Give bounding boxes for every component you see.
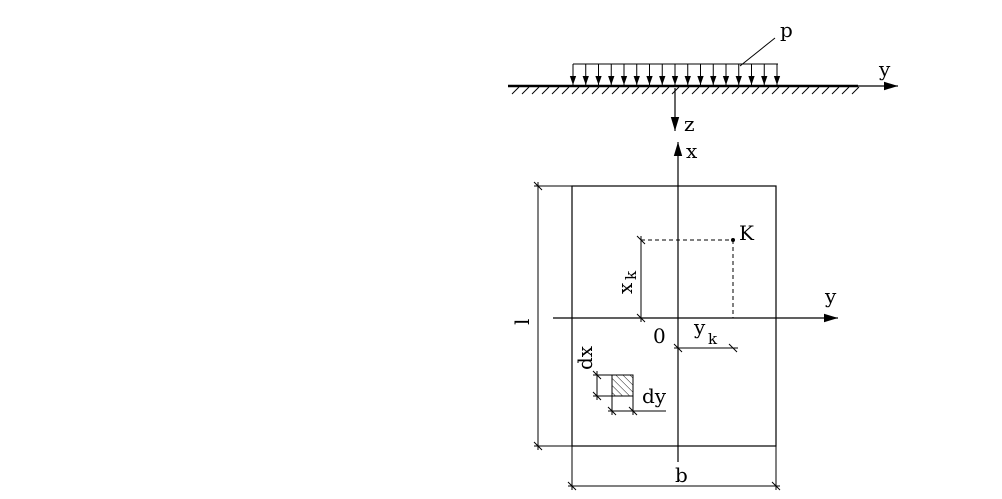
ground-hatch-stroke [531, 86, 540, 95]
ground-hatch-stroke [701, 86, 710, 95]
yk-tick-right [728, 343, 738, 353]
width-label: b [675, 463, 688, 487]
ground-hatch-stroke [721, 86, 730, 95]
ground-hatch-stroke [761, 86, 770, 95]
ground-hatch-stroke [561, 86, 570, 95]
ground-hatch-stroke [741, 86, 750, 95]
xk-tick-top [636, 235, 646, 245]
ground-hatch-stroke [841, 86, 850, 95]
point-k-label: K [739, 221, 755, 245]
ground-hatch-stroke [821, 86, 830, 95]
dx-tick-bottom [592, 391, 602, 401]
ground-hatch-stroke [601, 86, 610, 95]
load-arrows [569, 64, 781, 85]
elemental-area [611, 374, 634, 397]
plan-view: x y 0 K x k y k dx [510, 139, 838, 491]
dy-tick-left [607, 406, 617, 416]
yk-label-main: y [693, 315, 706, 339]
ground-hatch-stroke [751, 86, 760, 95]
length-label: l [510, 319, 534, 325]
ground-hatch-stroke [851, 86, 860, 95]
ground-hatch-stroke [611, 86, 620, 95]
yk-tick-left [673, 343, 683, 353]
ground-hatch-stroke [641, 86, 650, 95]
ground-hatch-stroke [551, 86, 560, 95]
ground-hatch-stroke [631, 86, 640, 95]
load-leader-line [739, 37, 776, 67]
origin-label: 0 [653, 324, 666, 348]
ground-hatch-stroke [621, 86, 630, 95]
ground-hatch [511, 86, 860, 95]
section-view: p y z [508, 18, 898, 136]
ground-hatch-stroke [781, 86, 790, 95]
xk-label-sub: k [622, 270, 640, 280]
loaded-rectangle [571, 185, 777, 447]
xk-label-main: x [613, 282, 637, 294]
length-tick-top [533, 181, 543, 191]
ground-hatch-stroke [691, 86, 700, 95]
ground-hatch-stroke [511, 86, 520, 95]
ground-hatch-stroke [681, 86, 690, 95]
ground-hatch-stroke [591, 86, 600, 95]
point-k [731, 238, 735, 242]
length-tick-bottom [533, 441, 543, 451]
y-axis-plan-label: y [824, 284, 837, 308]
ground-hatch-stroke [661, 86, 670, 95]
load-label: p [780, 18, 793, 42]
ground-hatch-stroke [731, 86, 740, 95]
dx-label: dx [573, 345, 597, 370]
ground-hatch-stroke [771, 86, 780, 95]
xk-tick-bottom [636, 313, 646, 323]
width-tick-right [771, 481, 781, 491]
dy-label: dy [642, 384, 667, 408]
xk-label: x k [613, 270, 640, 294]
ground-hatch-stroke [811, 86, 820, 95]
y-axis-top-label: y [878, 57, 891, 81]
yk-label-sub: k [708, 330, 718, 348]
ground-hatch-stroke [651, 86, 660, 95]
dy-tick-right [628, 406, 638, 416]
ground-hatch-stroke [521, 86, 530, 95]
z-axis-label: z [684, 112, 695, 136]
dx-tick-top [592, 370, 602, 380]
ground-hatch-stroke [791, 86, 800, 95]
ground-hatch-stroke [581, 86, 590, 95]
x-axis-label: x [686, 139, 698, 163]
ground-hatch-stroke [831, 86, 840, 95]
ground-hatch-stroke [801, 86, 810, 95]
ground-hatch-stroke [711, 86, 720, 95]
ground-hatch-stroke [571, 86, 580, 95]
ground-hatch-stroke [541, 86, 550, 95]
width-tick-left [567, 481, 577, 491]
